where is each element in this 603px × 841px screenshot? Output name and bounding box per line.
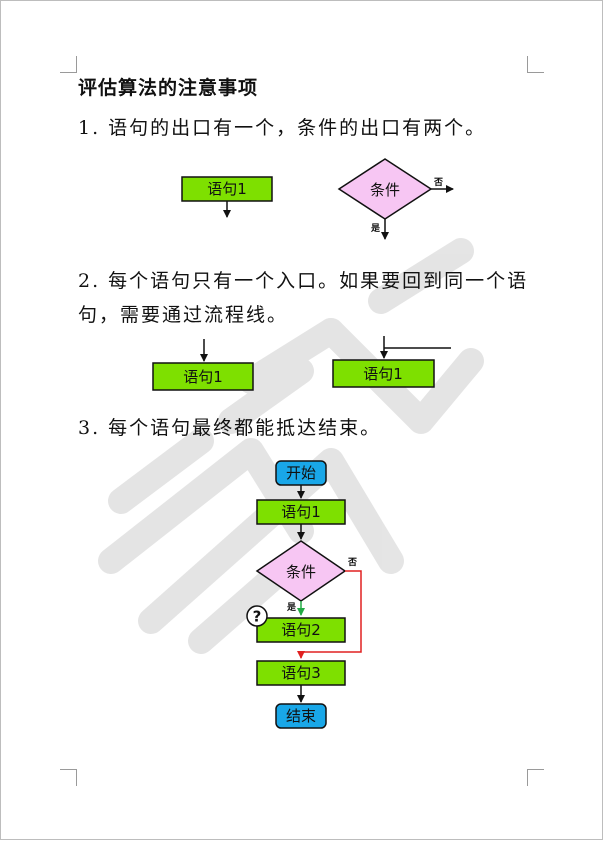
question-icon [246, 605, 268, 627]
end-terminal [275, 703, 327, 729]
paragraph-1: 1. 语句的出口有一个，条件的出口有两个。 [78, 117, 487, 139]
crop-mark-bottom-left [60, 769, 77, 786]
start-label: 开始 [286, 464, 316, 482]
crop-mark-bottom-right [527, 769, 544, 786]
question-mark: ? [253, 608, 262, 626]
statement-box-right [332, 359, 435, 388]
end-label: 结束 [286, 707, 316, 725]
statement-label-left: 语句1 [183, 368, 223, 386]
diagram-1: 语句1 条件 否 是 [181, 158, 454, 240]
condition-label: 条件 [370, 181, 400, 199]
diagram-3: 开始 语句1 条件 否 是 语句2 ? 语句3 结束 [246, 460, 362, 729]
stmt3-label: 语句3 [281, 664, 321, 682]
stmt1-label: 语句1 [281, 503, 321, 521]
page-title: 评估算法的注意事项 [78, 77, 259, 99]
stmt2-box [256, 617, 346, 643]
diagram-2: 语句1 语句1 [152, 336, 451, 391]
yes-label-3: 是 [286, 602, 297, 613]
yes-label: 是 [370, 223, 381, 234]
crop-mark-top-right [527, 56, 544, 73]
statement-label: 语句1 [207, 180, 247, 198]
stmt2-label: 语句2 [281, 621, 321, 639]
stmt1-box [256, 499, 346, 525]
no-branch-line [301, 570, 362, 653]
statement-box-left [152, 362, 254, 391]
statement-label-right: 语句1 [363, 365, 403, 383]
no-label-3: 否 [347, 557, 357, 568]
condition-label-3: 条件 [286, 563, 316, 581]
stmt3-box [256, 660, 346, 686]
paragraph-3: 3. 每个语句最终都能抵达结束。 [78, 417, 382, 439]
no-label: 否 [433, 177, 443, 188]
paragraph-2: 2. 每个语句只有一个入口。如果要回到同一个语句，需要通过流程线。 [78, 270, 529, 326]
crop-mark-top-left [60, 56, 77, 73]
